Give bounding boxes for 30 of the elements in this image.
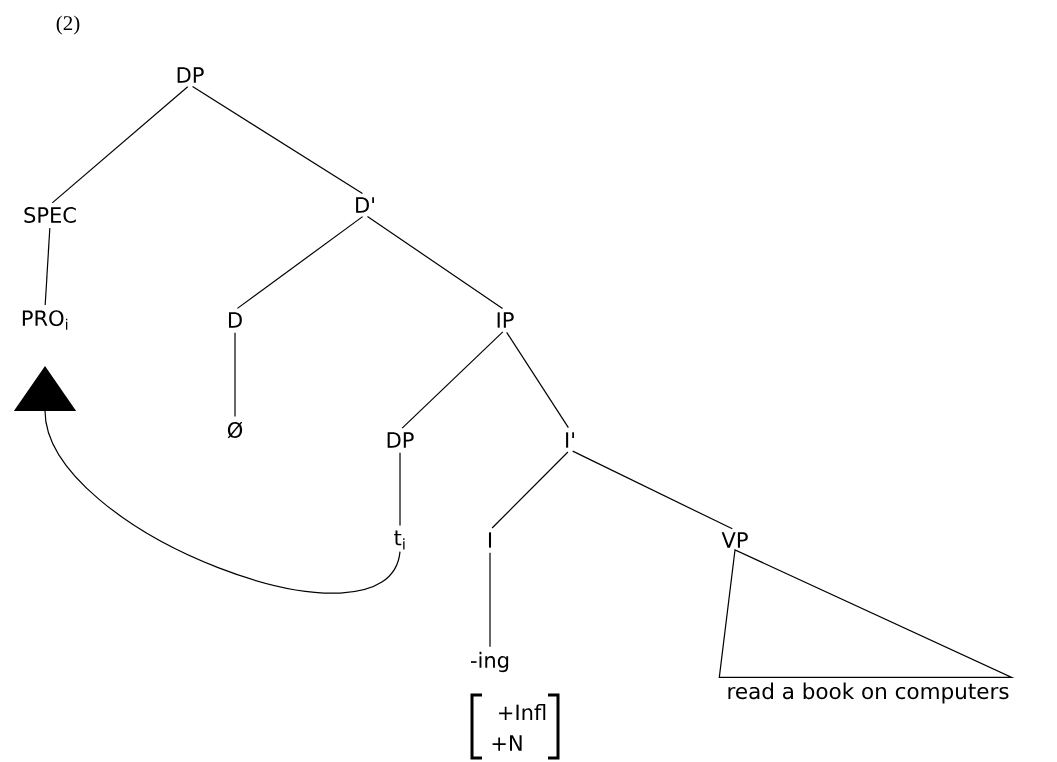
tree-label: VP bbox=[721, 532, 748, 548]
feature-label: +N bbox=[492, 735, 522, 751]
tree-label: PRO$_{i}$ bbox=[22, 310, 68, 330]
tree-label: IP bbox=[497, 312, 514, 328]
tree-label: SPEC bbox=[24, 207, 76, 223]
tree-label: DP bbox=[387, 432, 414, 448]
branch-line bbox=[51, 86, 189, 204]
tree-label: DP bbox=[177, 67, 204, 83]
example-number: (2) bbox=[56, 15, 80, 35]
tree-label: I bbox=[488, 532, 492, 548]
phrase-text: read a book on computers bbox=[728, 682, 1009, 704]
branch-line bbox=[234, 332, 236, 418]
branch-line bbox=[572, 450, 733, 530]
tree-label: -ing bbox=[471, 651, 509, 673]
branch-line bbox=[366, 215, 504, 310]
branch-line bbox=[401, 331, 504, 429]
tree-label: t$_{i}$ bbox=[394, 530, 405, 550]
branch-line bbox=[491, 451, 569, 529]
tree-label: D bbox=[229, 312, 242, 328]
branch-line bbox=[236, 216, 364, 309]
branch-line bbox=[506, 331, 569, 429]
feature-label: +Infl bbox=[499, 704, 546, 720]
tree-label: I' bbox=[566, 432, 574, 448]
branch-line bbox=[44, 227, 51, 306]
branch-line bbox=[191, 85, 364, 195]
tree-label: D' bbox=[356, 197, 374, 213]
movement-arrow bbox=[13, 366, 401, 594]
branch-line bbox=[399, 452, 401, 526]
branch-line bbox=[489, 552, 491, 648]
tree-label: Ø bbox=[227, 421, 243, 439]
